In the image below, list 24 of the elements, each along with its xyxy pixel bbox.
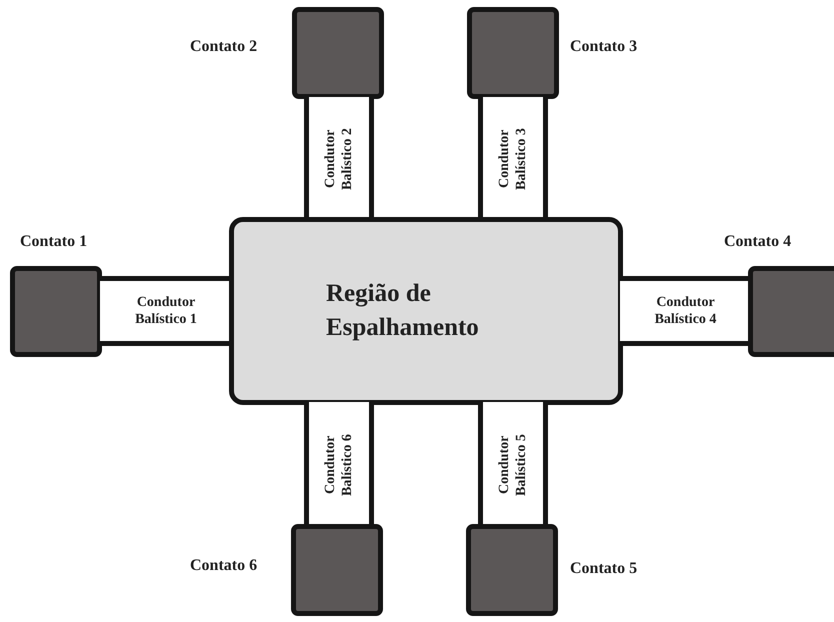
conductor-label: Condutor Balístico 4: [654, 294, 718, 328]
contact-pad: [292, 7, 384, 99]
conductor-channel: [620, 276, 751, 346]
conductor-channel: [304, 97, 374, 220]
conductor-channel: [478, 97, 548, 220]
conductor-channel: [100, 276, 232, 346]
contact-label: Contato 4: [724, 233, 792, 251]
contact-label: Contato 1: [20, 233, 88, 251]
scattering-region-box: [229, 217, 623, 405]
conductor-label: Condutor Balístico 1: [134, 294, 198, 328]
contact-pad: [291, 524, 383, 616]
region-label: Região de Espalhamento: [326, 279, 480, 343]
contact-label: Contato 6: [190, 557, 258, 575]
contact-pad: [10, 266, 102, 357]
conductor-label: Condutor Balístico 2: [322, 126, 356, 192]
contact-label: Contato 2: [190, 38, 258, 56]
conductor-label: Condutor Balístico 5: [496, 433, 530, 498]
conductor-label: Condutor Balístico 3: [496, 126, 530, 192]
contact-label: Contato 3: [570, 38, 638, 56]
contact-pad: [467, 7, 559, 99]
contact-pad: [466, 524, 558, 616]
contact-label: Contato 5: [570, 560, 638, 578]
contact-pad: [748, 266, 834, 357]
conductor-label: Condutor Balístico 6: [322, 433, 356, 498]
